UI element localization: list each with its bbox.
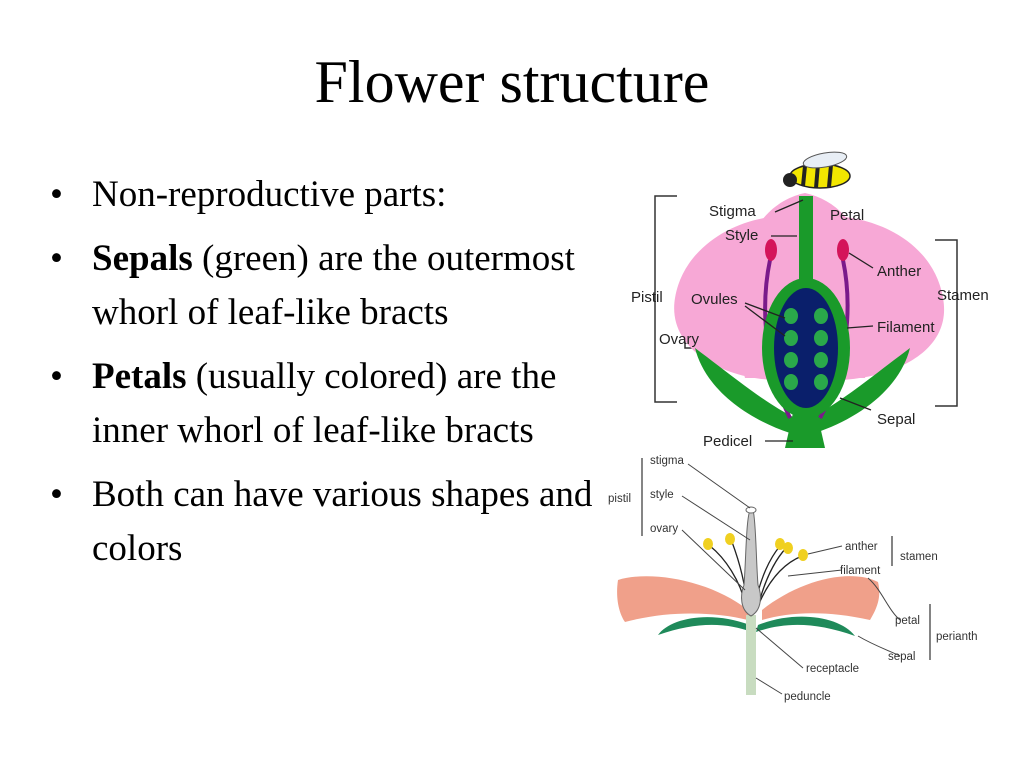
- anther-shape: [765, 239, 777, 261]
- ovule-shape: [812, 306, 830, 326]
- label-anther: Anther: [877, 263, 921, 280]
- label-style: Style: [725, 227, 758, 244]
- ovule-shape: [812, 350, 830, 370]
- label-filament: Filament: [877, 319, 935, 336]
- label-sepal-b: sepal: [888, 651, 916, 663]
- ovary-shape: [774, 288, 838, 408]
- label-ovary-b: ovary: [650, 523, 678, 535]
- sepal-shape: [756, 616, 855, 636]
- bullet-bold: Petals: [92, 356, 187, 397]
- pistil-shape: [741, 509, 761, 617]
- bullet-dot: •: [50, 356, 63, 397]
- brackets: [641, 458, 931, 660]
- bullet-text: (usually colored) are the inner whorl of…: [92, 356, 557, 451]
- slide-title: Flower structure: [314, 49, 710, 115]
- ovule-shape: [782, 350, 800, 370]
- label-sepal: Sepal: [877, 411, 915, 428]
- label-filament-b: filament: [840, 565, 881, 577]
- flower-diagram-colored: Stigma Style Petal Anther Stamen Pistil …: [631, 151, 989, 450]
- bullet-list: • Non-reproductive parts: • Sepals (green)…: [50, 168, 610, 586]
- ovule-shape: [812, 372, 830, 392]
- petal-shape: [617, 576, 748, 622]
- bullet-text: Non-reproductive parts:: [92, 174, 447, 215]
- label-peduncle-b: peduncle: [784, 691, 831, 703]
- label-stamen: Stamen: [937, 287, 989, 304]
- pedicel-shape: [785, 413, 825, 448]
- ovule-group: [782, 306, 830, 392]
- ovule-shape: [812, 328, 830, 348]
- leader-lines: [681, 463, 901, 695]
- bullet-bold: Sepals: [92, 238, 193, 279]
- bullet-dot: •: [50, 174, 63, 215]
- bullet-text: (green) are the outermost whorl of leaf-…: [92, 238, 575, 333]
- label-anther-b: anther: [845, 541, 878, 553]
- anther-group: [703, 533, 808, 561]
- bullet-item: • Both can have various shapes and colors: [50, 468, 610, 576]
- label-petal-b: petal: [895, 615, 920, 627]
- anther-shape: [837, 239, 849, 261]
- label-pedicel: Pedicel: [703, 433, 752, 450]
- label-style-b: style: [650, 489, 674, 501]
- label-pistil-b: pistil: [608, 493, 631, 505]
- stigma-shape: [745, 506, 757, 514]
- label-ovules: Ovules: [691, 291, 738, 308]
- petal-shape: [762, 576, 880, 620]
- bullet-item: • Petals (usually colored) are the inner …: [50, 350, 610, 458]
- bullet-dot: •: [50, 474, 63, 515]
- bullet-item: • Non-reproductive parts:: [50, 168, 610, 222]
- label-stamen-b: stamen: [900, 551, 938, 563]
- style-shape: [799, 196, 813, 296]
- bullet-text: Both can have various shapes and colors: [92, 474, 593, 569]
- label-ovary: Ovary: [659, 331, 700, 348]
- leader-lines: [744, 199, 874, 442]
- ovule-shape: [782, 306, 800, 326]
- label-stigma: Stigma: [709, 203, 756, 220]
- bullet-dot: •: [50, 238, 63, 279]
- label-pistil: Pistil: [631, 289, 663, 306]
- ovule-shape: [782, 328, 800, 348]
- ovule-shape: [782, 372, 800, 392]
- label-petal: Petal: [830, 207, 864, 224]
- label-stigma-b: stigma: [650, 455, 684, 467]
- pistil-bracket: [654, 195, 677, 403]
- bee-icon: [783, 151, 851, 189]
- bullet-item: • Sepals (green) are the outermost whorl …: [50, 232, 610, 340]
- sepal-shape: [658, 617, 752, 635]
- label-receptacle-b: receptacle: [806, 663, 859, 675]
- flower-diagram-schematic: stigma style pistil ovary anther filamen…: [608, 455, 978, 703]
- stamen-bracket: [935, 239, 958, 407]
- label-perianth-b: perianth: [936, 631, 978, 643]
- sepal-shape: [695, 348, 910, 433]
- peduncle-shape: [746, 615, 756, 695]
